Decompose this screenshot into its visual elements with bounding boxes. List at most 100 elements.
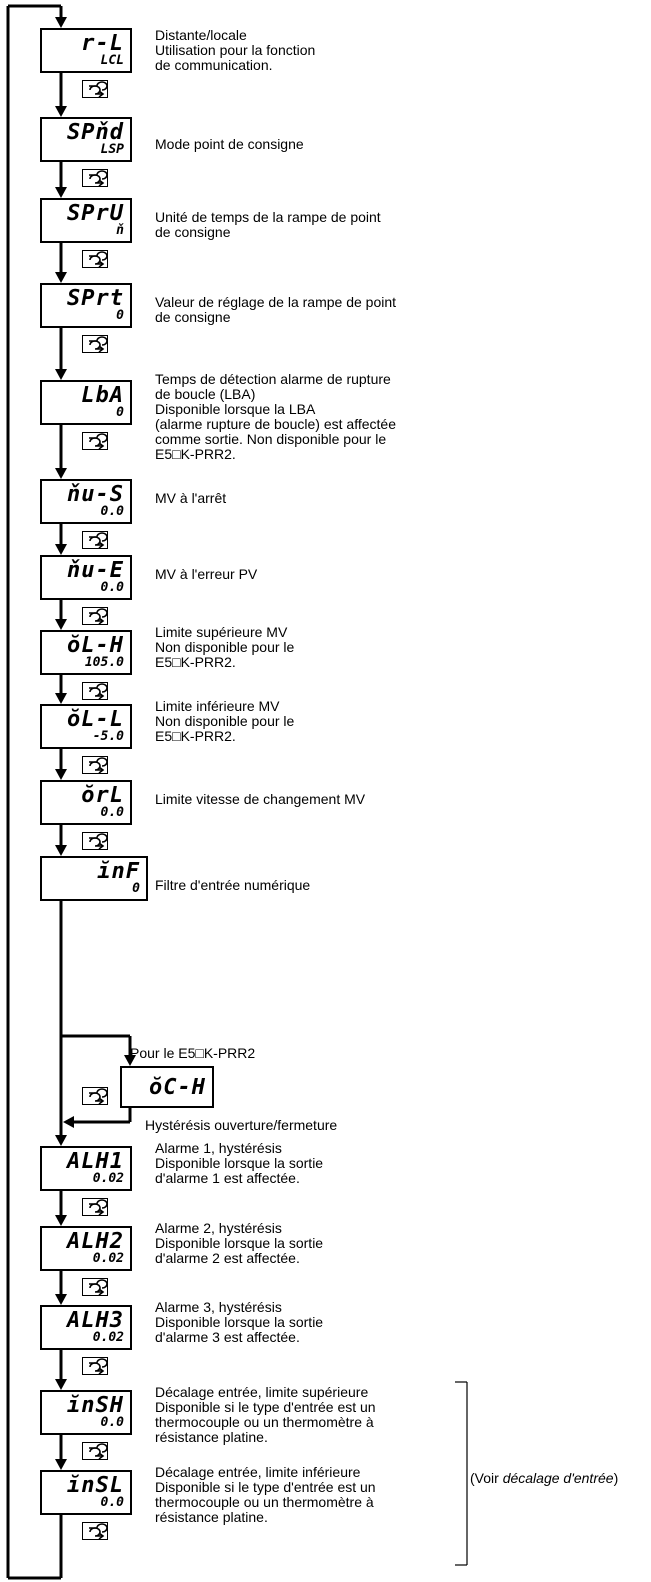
mode-key-icon xyxy=(82,80,108,98)
arrow-down xyxy=(55,1135,67,1146)
display-code: ŏL-L xyxy=(67,707,124,732)
display-value: 0.02 xyxy=(92,1171,124,1186)
display-code: SPňd xyxy=(67,120,124,145)
description-line: E5□K-PRR2. xyxy=(155,728,236,744)
display-code: ALH3 xyxy=(67,1308,124,1333)
loop-entry-arrow xyxy=(55,17,67,28)
arrow-down xyxy=(55,1215,67,1226)
display-code: LbA xyxy=(81,383,124,408)
description-line: de boucle (LBA) xyxy=(155,386,256,402)
branch-label: Hystérésis ouverture/fermeture xyxy=(145,1117,338,1133)
description-line: Décalage entrée, limite supérieure xyxy=(155,1384,369,1400)
description-line: Alarme 1, hystérésis xyxy=(155,1140,282,1156)
description-line: E5□K-PRR2. xyxy=(155,446,236,462)
branch-display: ŏC-H xyxy=(120,1066,214,1108)
description-line: Disponible lorsque la sortie xyxy=(155,1235,324,1251)
mode-key-icon xyxy=(82,832,108,850)
display-value: 0.0 xyxy=(100,580,124,595)
reference-suffix: ) xyxy=(613,1470,619,1486)
display-code: r-L xyxy=(81,31,124,56)
arrow-down xyxy=(55,693,67,704)
description-line: d'alarme 1 est affectée. xyxy=(155,1170,300,1186)
description-line: résistance platine. xyxy=(155,1429,268,1445)
mode-key-icon xyxy=(82,250,108,268)
display-value: 0.02 xyxy=(92,1251,124,1266)
description-line: Temps de détection alarme de rupture xyxy=(155,371,391,387)
display-value: -5.0 xyxy=(92,729,124,744)
arrow-down xyxy=(55,769,67,780)
description-line: Valeur de réglage de la rampe de point xyxy=(155,294,397,310)
mode-key-icon xyxy=(82,1522,108,1540)
mode-key-icon xyxy=(82,1087,108,1105)
display-value: ň xyxy=(116,223,124,238)
description-line: Non disponible pour le xyxy=(155,713,295,729)
reference-emphasis: décalage d'entrée xyxy=(502,1470,614,1486)
display-value: 105.0 xyxy=(84,655,124,670)
description-line: de consigne xyxy=(155,224,231,240)
display-code: ŏL-H xyxy=(67,633,124,658)
description-line: d'alarme 2 est affectée. xyxy=(155,1250,300,1266)
display-code: ňu-E xyxy=(67,558,124,583)
description-line: Alarme 3, hystérésis xyxy=(155,1299,282,1315)
arrow-down xyxy=(55,1294,67,1305)
mode-key-icon xyxy=(82,682,108,700)
description-line: Disponible lorsque la sortie xyxy=(155,1314,324,1330)
description-line: Limite supérieure MV xyxy=(155,624,288,640)
arrow-down xyxy=(55,272,67,283)
description-line: Non disponible pour le xyxy=(155,639,295,655)
description-line: de consigne xyxy=(155,309,231,325)
description-line: Disponible si le type d'entrée est un xyxy=(155,1479,376,1495)
input-shift-reference: (Voir décalage d'entrée) xyxy=(470,1470,618,1486)
display-value: 0.0 xyxy=(100,1495,124,1510)
description-line: Mode point de consigne xyxy=(155,136,304,152)
description-line: résistance platine. xyxy=(155,1509,268,1525)
mode-key-icon xyxy=(82,531,108,549)
description-line: MV à l'erreur PV xyxy=(155,566,258,582)
display-value: 0 xyxy=(132,881,140,896)
mode-key-icon xyxy=(82,432,108,450)
description-line: de communication. xyxy=(155,57,273,73)
description-line: thermocouple ou un thermomètre à xyxy=(155,1414,374,1430)
display-value: 0 xyxy=(116,405,124,420)
description-line: E5□K-PRR2. xyxy=(155,654,236,670)
description-line: Utilisation pour la fonction xyxy=(155,42,316,58)
display-value: LSP xyxy=(100,142,124,157)
description-line: Décalage entrée, limite inférieure xyxy=(155,1464,361,1480)
display-code: ĭnSH xyxy=(67,1393,124,1418)
branch-condition: Pour le E5□K-PRR2 xyxy=(130,1045,256,1061)
description-line: Disponible lorsque la LBA xyxy=(155,401,316,417)
display-code: ALH1 xyxy=(67,1149,124,1174)
arrow-down xyxy=(55,187,67,198)
description-line: Disponible si le type d'entrée est un xyxy=(155,1399,376,1415)
step-description-2: Mode point de consigne xyxy=(155,137,304,152)
display-value: 0.02 xyxy=(92,1330,124,1345)
description-line: Disponible lorsque la sortie xyxy=(155,1155,324,1171)
step-description-7: MV à l'erreur PV xyxy=(155,567,257,582)
branch-display-code: ŏC-H xyxy=(149,1075,206,1100)
arrow-down xyxy=(55,369,67,380)
arrow-down xyxy=(55,1379,67,1390)
description-line: MV à l'arrêt xyxy=(155,490,227,506)
description-line: Unité de temps de la rampe de point xyxy=(155,209,381,225)
display-value: 0.0 xyxy=(100,504,124,519)
reference-prefix: (Voir xyxy=(470,1470,503,1486)
display-code: ňu-S xyxy=(67,482,124,507)
display-value: 0 xyxy=(116,308,124,323)
branch-return-arrow xyxy=(63,1116,74,1128)
mode-key-icon xyxy=(82,756,108,774)
